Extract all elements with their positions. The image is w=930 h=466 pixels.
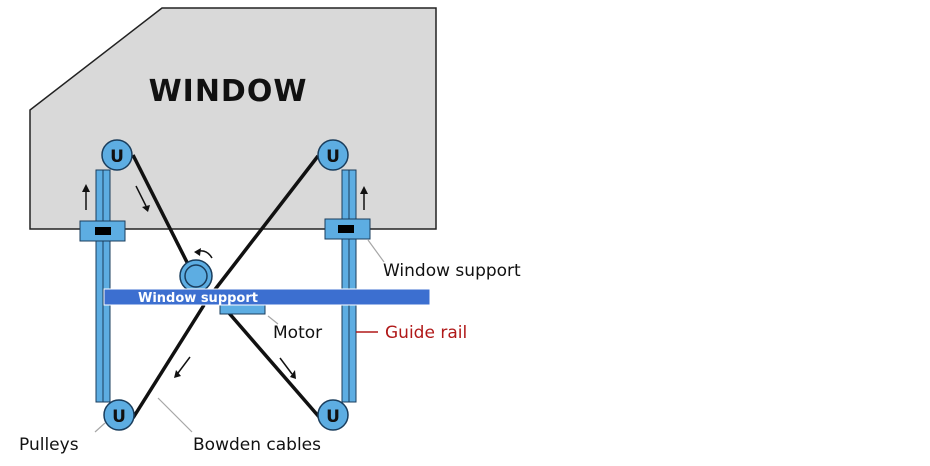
arrow-down-right-icon [135, 185, 150, 212]
pulley-glyph: U [112, 407, 126, 427]
window-support-bar [103, 288, 431, 306]
pulley-bottom-left: U [103, 399, 135, 431]
pulley-glyph: U [110, 147, 124, 167]
rotation-arrowhead [194, 248, 201, 256]
window-support-right [324, 218, 371, 240]
arrow-up-icon [82, 184, 90, 210]
pulley-glyph: U [326, 147, 340, 167]
arrow-down-left-icon [174, 356, 191, 378]
window-support-left [79, 220, 126, 242]
pulley-bottom-right: U [317, 399, 349, 431]
bowden-cables-label: Bowden cables [193, 435, 321, 455]
guide-rail-left [95, 169, 111, 403]
guide-rail-right [341, 169, 357, 403]
window-support-label: Window support [383, 261, 521, 281]
arrow-up-icon [360, 186, 368, 210]
arrow-down-right-icon [279, 357, 296, 379]
pulley-glyph: U [326, 407, 340, 427]
guide-rail-label: Guide rail [385, 323, 467, 343]
window-glass [29, 7, 437, 230]
pulleys-label: Pulleys [19, 435, 79, 455]
leader-lines [94, 239, 385, 433]
window-title: WINDOW [149, 74, 308, 109]
window-support-bar-label: Window support [138, 291, 258, 306]
pulley-top-right: U [317, 139, 349, 171]
pulley-top-left: U [101, 139, 133, 171]
motor-label: Motor [273, 323, 322, 343]
